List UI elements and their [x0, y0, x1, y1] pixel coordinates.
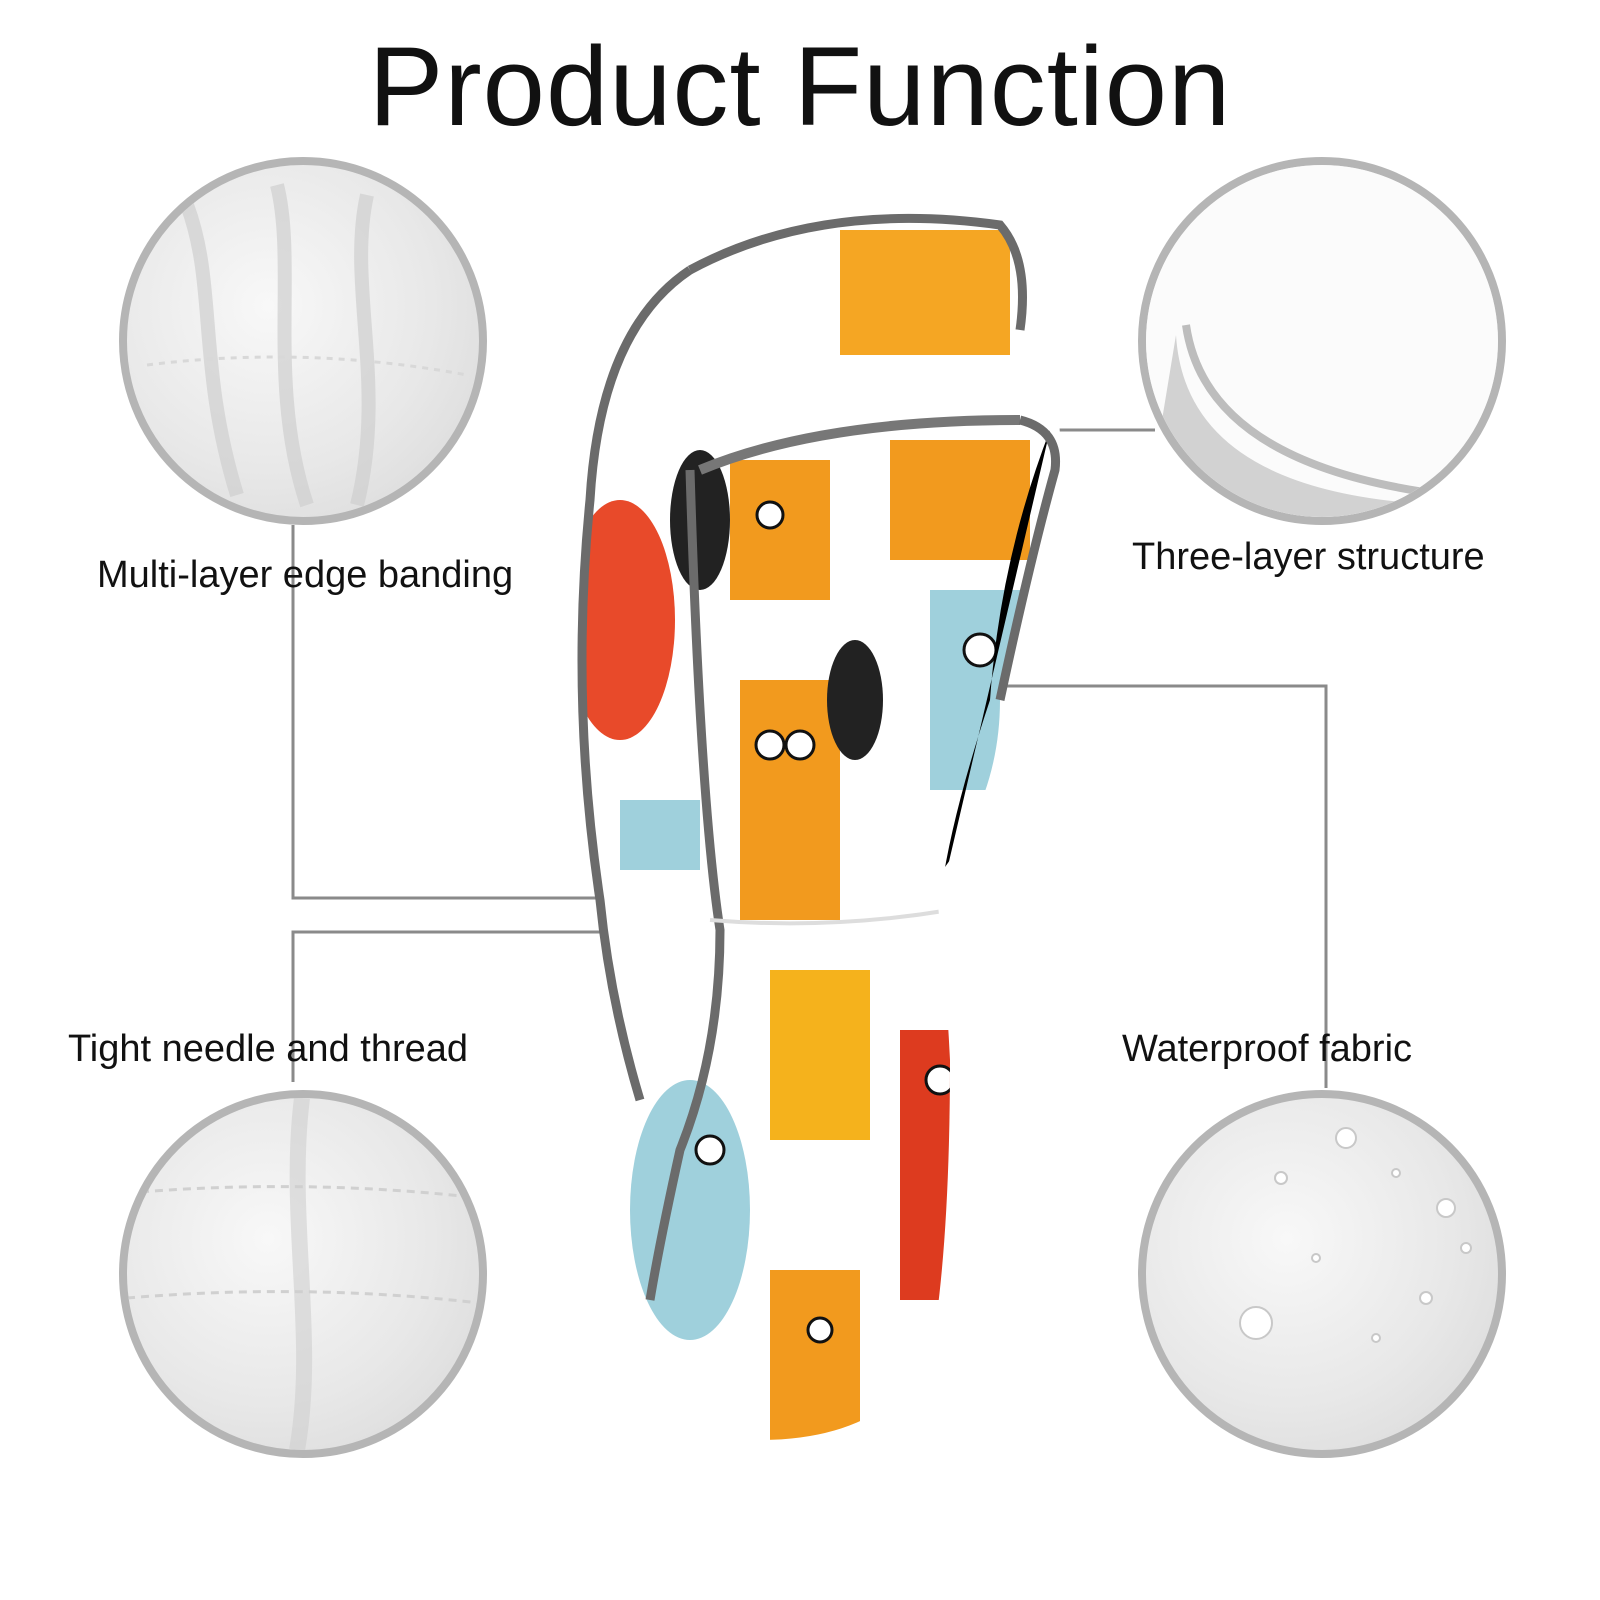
edge-banding-closeup — [119, 157, 487, 525]
water-droplets-icon — [1239, 1127, 1472, 1343]
three-layer-closeup — [1138, 157, 1506, 525]
feature-label-three-layer: Three-layer structure — [1132, 536, 1485, 578]
feature-label-stitching: Tight needle and thread — [68, 1028, 469, 1070]
fabric-fold-icon — [146, 183, 468, 508]
page-title: Product Function — [368, 24, 1232, 149]
waterproof-closeup — [1138, 1090, 1506, 1458]
layer-edge-icon — [1146, 165, 1498, 517]
stitching-icon — [127, 1098, 479, 1450]
feature-label-edge-banding: Multi-layer edge banding — [97, 554, 514, 596]
stitching-closeup — [119, 1090, 487, 1458]
feature-label-waterproof: Waterproof fabric — [1122, 1028, 1413, 1070]
